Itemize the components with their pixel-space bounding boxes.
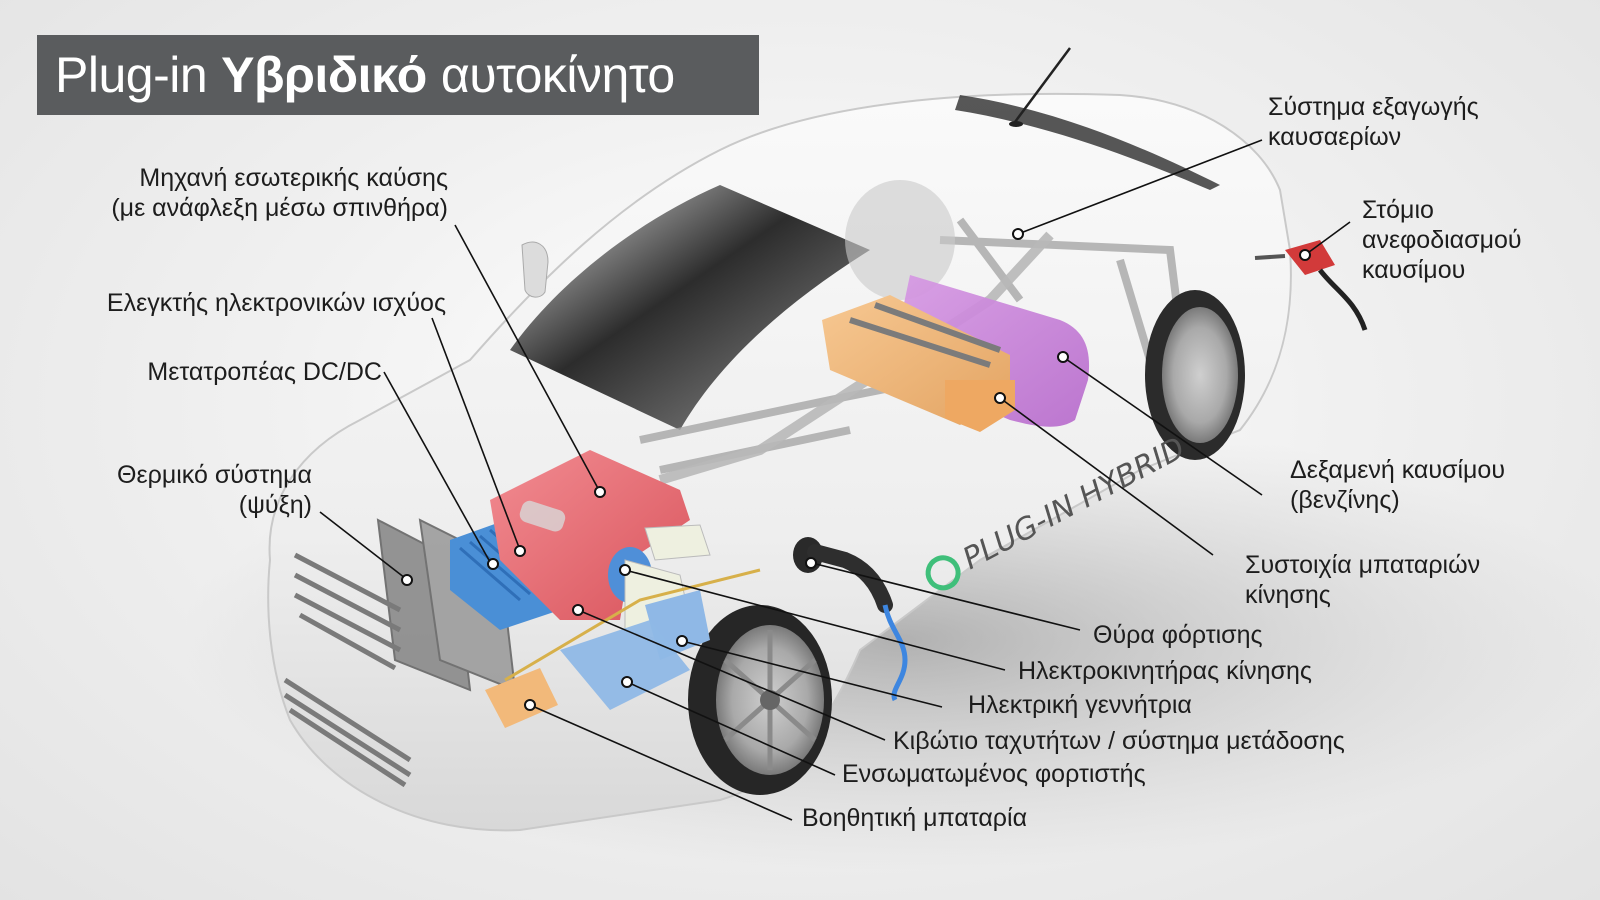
label-ice-engine: Μηχανή εσωτερικής καύσης (με ανάφλεξη μέ… bbox=[111, 164, 448, 222]
label-traction-motor: Ηλεκτροκινητήρας κίνησης bbox=[1018, 657, 1312, 685]
diagram-title: Plug-in Υβριδικό αυτοκίνητο bbox=[37, 35, 759, 115]
roof-stripe bbox=[955, 95, 1220, 190]
label-traction-battery: Συστοιχία μπαταριών κίνησης bbox=[1245, 551, 1481, 609]
engine-window bbox=[519, 500, 566, 532]
title-bold: Υβριδικό bbox=[221, 47, 427, 103]
label-onboard-charger: Ενσωματωμένος φορτιστής bbox=[842, 760, 1146, 788]
label-dcdc-converter: Μετατροπέας DC/DC bbox=[147, 358, 382, 386]
label-exhaust-system: Σύστημα εξαγωγής καυσαερίων bbox=[1268, 93, 1479, 151]
label-fuel-tank: Δεξαμενή καυσίμου (βενζίνης) bbox=[1290, 456, 1506, 514]
ice-engine bbox=[490, 450, 690, 620]
side-mirror bbox=[521, 241, 549, 298]
label-charge-port: Θύρα φόρτισης bbox=[1093, 621, 1263, 649]
leader-dots bbox=[401, 228, 1311, 711]
title-prefix: Plug-in bbox=[55, 47, 208, 103]
hv-cable bbox=[504, 568, 761, 682]
label-aux-battery: Βοηθητική μπαταρία bbox=[802, 804, 1028, 832]
rear-wheel bbox=[1145, 290, 1245, 460]
aux-battery bbox=[485, 668, 558, 728]
label-generator: Ηλεκτρική γεννήτρια bbox=[968, 691, 1192, 719]
label-power-controller: Ελεγκτής ηλεκτρονικών ισχύος bbox=[106, 289, 446, 317]
washer-reservoir bbox=[644, 524, 711, 561]
front-wheel bbox=[688, 605, 832, 795]
far-rear-wheel bbox=[845, 180, 955, 300]
label-fuel-filler: Στόμιο ανεφοδιασμού καυσίμου bbox=[1362, 196, 1522, 284]
antenna bbox=[1013, 47, 1072, 123]
label-thermal-system: Θερμικό σύστημα (ψύξη) bbox=[117, 461, 312, 519]
windshield bbox=[510, 185, 870, 430]
leader-lines bbox=[319, 139, 1351, 821]
title-suffix: αυτοκίνητο bbox=[440, 47, 675, 103]
onboard-charger bbox=[560, 620, 690, 710]
label-transmission: Κιβώτιο ταχυτήτων / σύστημα μετάδοσης bbox=[893, 727, 1345, 755]
car-body bbox=[267, 92, 1292, 832]
front-grille bbox=[283, 552, 412, 788]
